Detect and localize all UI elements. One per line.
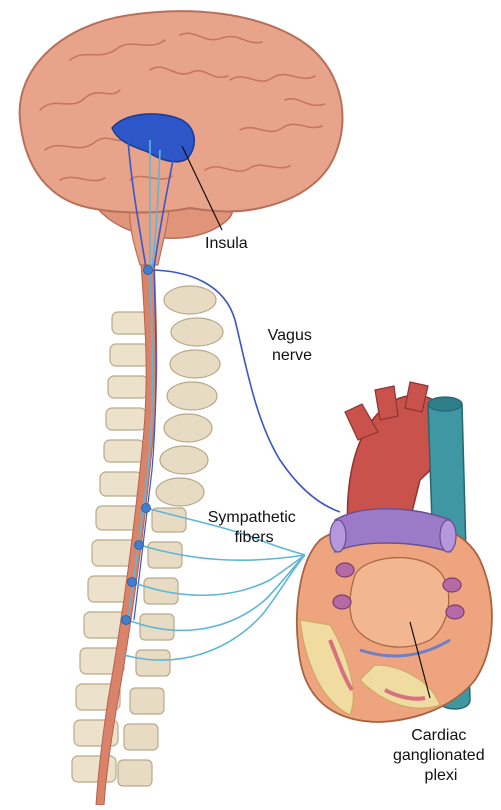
label-sympathetic-line1: Sympathetic	[208, 509, 296, 526]
label-vagus-nerve: Vagus nerve	[268, 327, 317, 364]
left-atrium	[350, 558, 449, 647]
label-vagus-line2: nerve	[272, 347, 312, 364]
label-cardiac-line2: ganglionated	[393, 747, 485, 764]
label-cardiac-ganglionated-plexi: Cardiac ganglionated plexi	[393, 727, 489, 784]
spinal-column	[72, 250, 223, 805]
label-cardiac-line1: Cardiac	[411, 727, 466, 744]
brain	[20, 11, 343, 265]
label-sympathetic-line2: fibers	[234, 529, 273, 546]
label-insula: Insula	[205, 235, 248, 252]
label-cardiac-line3: plexi	[425, 767, 458, 784]
label-vagus-line1: Vagus	[268, 327, 312, 344]
heart	[297, 382, 492, 722]
cerebrum	[20, 11, 343, 212]
